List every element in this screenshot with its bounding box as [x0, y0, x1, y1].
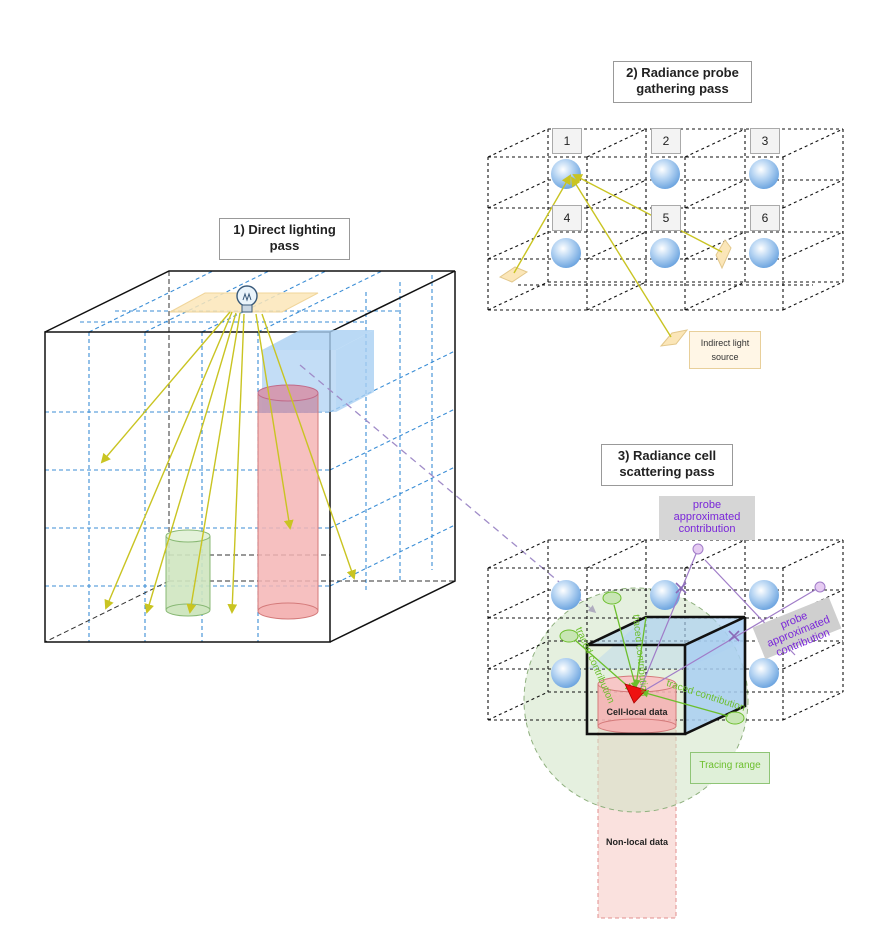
traced-samples — [559, 591, 745, 725]
cell-scattering-title: 3) Radiance cell scattering pass — [601, 444, 733, 486]
probe-sphere — [551, 580, 581, 610]
probe-contribution-label-top: probe approximated contribution — [659, 496, 755, 540]
scatter-probe-spheres — [551, 580, 779, 688]
gather-point-marker — [624, 683, 647, 704]
probe-sphere — [551, 238, 581, 268]
probe-label-3: 3 — [750, 128, 780, 154]
probe-sphere — [749, 238, 779, 268]
probe-gathering-title: 2) Radiance probe gathering pass — [613, 61, 752, 103]
probe-sphere — [749, 580, 779, 610]
probe-sphere — [650, 159, 680, 189]
direct-lighting-title-line1: 1) Direct lighting — [233, 222, 336, 237]
direct-light-rays — [100, 311, 357, 614]
indirect-label-line2: source — [711, 352, 739, 362]
cell-scattering-scene — [487, 539, 844, 919]
probe-sphere — [650, 238, 680, 268]
gathering-rays — [513, 174, 723, 338]
direct-lighting-title-line2: pass — [269, 238, 300, 253]
cell-local-data-label: Cell-local data — [606, 707, 668, 717]
probe-intersections — [675, 582, 740, 642]
probe-sphere — [650, 580, 680, 610]
probe-gathering-title-line2: gathering pass — [636, 81, 729, 96]
indirect-light-patches — [498, 239, 732, 347]
indirect-label-line1: Indirect light — [700, 338, 750, 348]
probe-label-6: 6 — [750, 205, 780, 231]
non-local-data-label: Non-local data — [605, 837, 668, 847]
probe-spheres — [551, 159, 779, 268]
green-cylinder — [165, 529, 211, 617]
probe-label-1: 1 — [552, 128, 582, 154]
cell-outline — [585, 615, 747, 736]
probe-sphere — [749, 159, 779, 189]
probe-gathering-title-line1: 2) Radiance probe — [626, 65, 739, 80]
probe-gathering-scene — [487, 128, 844, 347]
probe-label-4: 4 — [552, 205, 582, 231]
traced-rays — [574, 604, 729, 717]
red-cylinder — [257, 384, 319, 620]
highlighted-cell — [587, 617, 745, 734]
probe-label-5: 5 — [651, 205, 681, 231]
direct-lighting-title: 1) Direct lighting pass — [219, 218, 350, 260]
direct-lighting-scene — [44, 270, 597, 643]
probe-sources — [692, 543, 826, 593]
indirect-light-source-label: Indirect light source — [689, 331, 761, 369]
probe-sphere — [551, 658, 581, 688]
cell-scattering-title-line1: 3) Radiance cell — [617, 448, 717, 463]
cell-scattering-title-line2: scattering pass — [619, 464, 715, 479]
light-bulb-icon — [236, 285, 258, 313]
probe-label-2: 2 — [651, 128, 681, 154]
tracing-range-label: Tracing range — [690, 752, 770, 784]
probe-sphere — [749, 658, 779, 688]
